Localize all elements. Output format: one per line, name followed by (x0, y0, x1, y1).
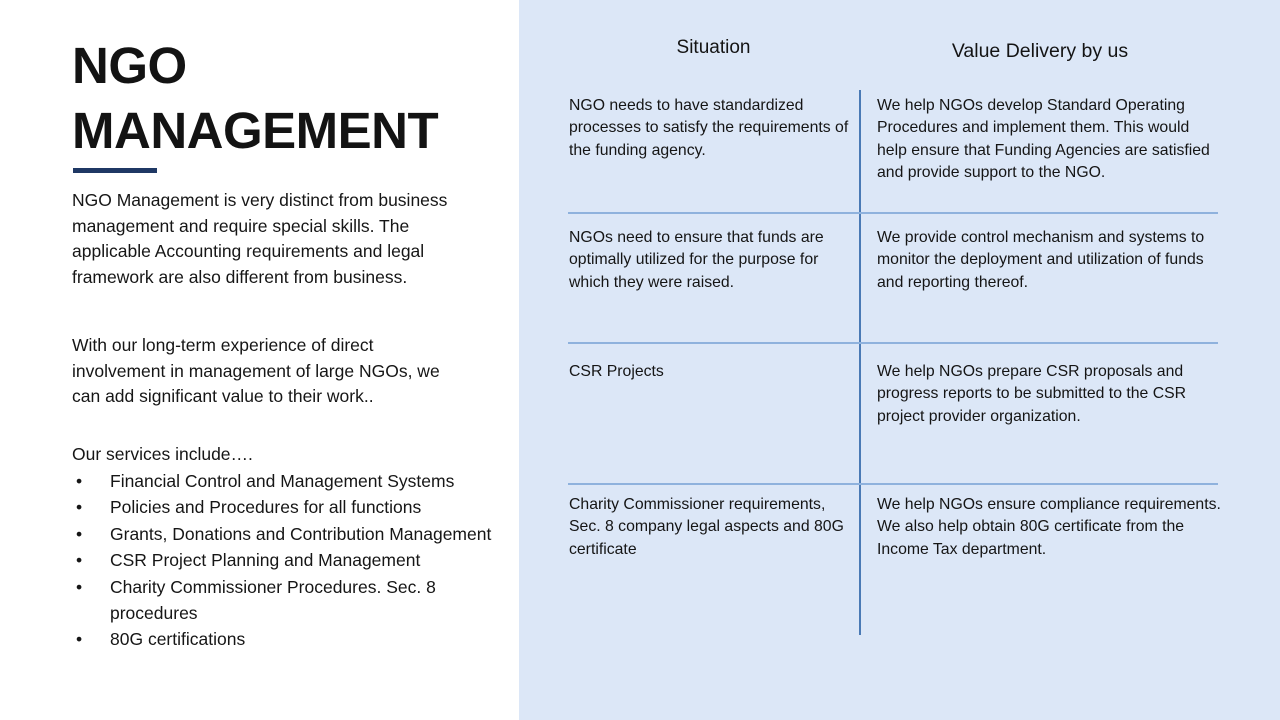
bullet-icon: • (76, 471, 83, 491)
table-column-header-value-delivery: Value Delivery by us (951, 40, 1129, 62)
bullet-icon: • (76, 523, 83, 544)
table-cell-value-delivery: We help NGOs develop Standard Operating … (877, 97, 1210, 182)
table-cell-situation: CSR Projects (569, 363, 664, 380)
table-cell-value-delivery: We help NGOs prepare CSR proposals and p… (877, 363, 1187, 425)
table-cell-situation: NGOs need to ensure that funds are optim… (569, 229, 824, 291)
table-row-divider (568, 342, 1218, 344)
table-cell-value-delivery: We help NGOs ensure compliance requireme… (877, 496, 1221, 558)
bullet-icon: • (76, 550, 83, 571)
title-accent-bar (73, 168, 157, 173)
list-item: • Charity Commissioner Procedures. Sec. … (72, 574, 492, 627)
list-item-label: Policies and Procedures for all function… (110, 497, 422, 518)
bullet-icon: • (76, 497, 83, 518)
table-cell-situation: NGO needs to have standardized processes… (569, 97, 849, 159)
list-item: • Policies and Procedures for all functi… (72, 494, 492, 520)
list-item-label: CSR Project Planning and Management (110, 550, 421, 571)
table-cell-situation: Charity Commissioner requirements, Sec. … (569, 496, 844, 558)
bullet-icon: • (76, 576, 83, 597)
list-item: • Grants, Donations and Contribution Man… (72, 521, 492, 547)
table-column-header-situation: Situation (676, 37, 751, 58)
list-item-label: 80G certifications (110, 629, 246, 650)
table-vertical-divider (859, 90, 861, 635)
page-title: NGO MANAGEMENT (72, 37, 439, 159)
list-item-label: Financial Control and Management Systems (110, 471, 455, 491)
list-item: • Financial Control and Management Syste… (72, 468, 492, 494)
list-item: • 80G certifications (72, 626, 492, 652)
list-item-label: Charity Commissioner Procedures. Sec. 8 … (110, 576, 436, 624)
bullet-icon: • (76, 629, 83, 650)
left-content-column: NGO MANAGEMENT NGO Management is very di… (0, 0, 519, 720)
table-row-divider (568, 212, 1218, 214)
services-intro-label: Our services include…. (72, 444, 253, 464)
intro-paragraph-2: With our long-term experience of direct … (72, 335, 440, 407)
table-cell-value-delivery: We provide control mechanism and systems… (877, 229, 1205, 291)
right-panel-background (519, 0, 1280, 720)
list-item-label: Grants, Donations and Contribution Manag… (110, 523, 492, 544)
intro-paragraph-1: NGO Management is very distinct from bus… (72, 190, 448, 287)
services-list: • Financial Control and Management Syste… (72, 468, 492, 653)
list-item: • CSR Project Planning and Management (72, 547, 492, 573)
table-row-divider (568, 483, 1218, 485)
